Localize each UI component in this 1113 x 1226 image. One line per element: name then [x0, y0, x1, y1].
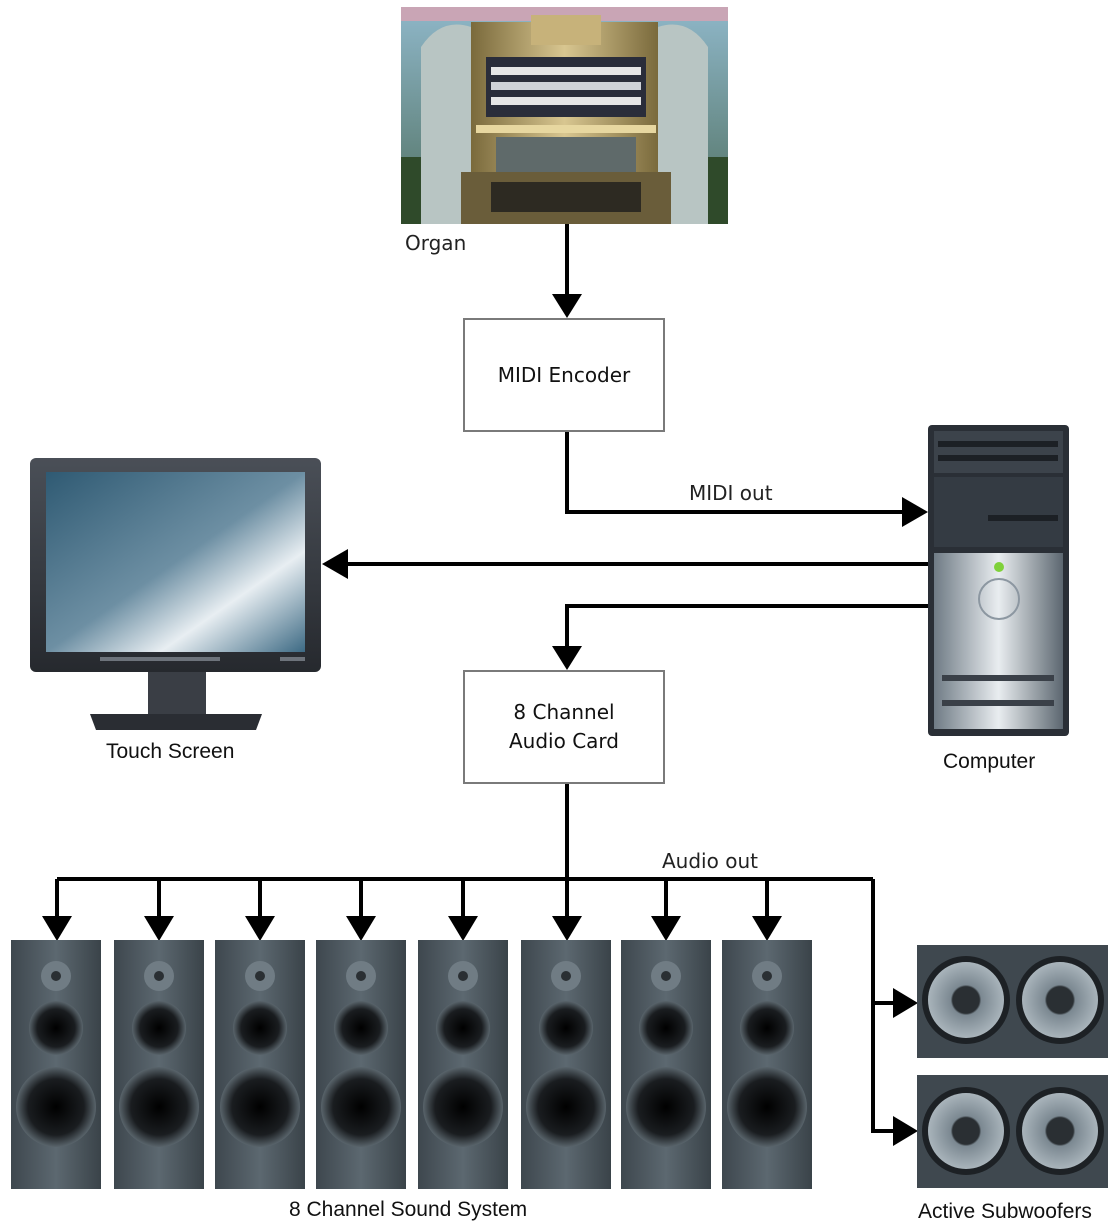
speaker-8: [722, 940, 812, 1189]
touch-screen-monitor: [30, 458, 321, 730]
speaker-6: [521, 940, 611, 1189]
speaker-1: [11, 940, 101, 1189]
arrowhead-encoder-computer: [902, 497, 928, 527]
audio-card-label-line2: Audio Card: [509, 729, 619, 753]
subwoofer-bottom: [917, 1075, 1108, 1188]
subwoofer-top: [917, 945, 1108, 1058]
computer-label: Computer: [943, 750, 1036, 773]
sound-system-label: 8 Channel Sound System: [289, 1198, 528, 1221]
touch-screen-label: Touch Screen: [106, 740, 235, 763]
arrowhead-organ-encoder: [552, 294, 582, 318]
computer-tower: [928, 425, 1069, 736]
organ-image: [401, 7, 728, 224]
midi-encoder-label: MIDI Encoder: [497, 362, 631, 387]
audio-out-label: Audio out: [662, 849, 758, 873]
speaker-row: [11, 940, 812, 1189]
speaker-5: [418, 940, 508, 1189]
speaker-4: [316, 940, 406, 1189]
midi-out-label: MIDI out: [689, 481, 773, 505]
audio-card-label-line1: 8 Channel: [513, 700, 615, 724]
arrowhead-computer-monitor: [322, 549, 348, 579]
subwoofers-label: Active Subwoofers: [918, 1200, 1092, 1223]
midi-encoder-box: MIDI Encoder: [463, 318, 665, 432]
organ-label: Organ: [405, 231, 467, 255]
speaker-3: [215, 940, 305, 1189]
speaker-7: [621, 940, 711, 1189]
arrowhead-computer-audiocard: [552, 646, 582, 670]
audio-card-box: 8 Channel Audio Card: [463, 670, 665, 784]
speaker-2: [114, 940, 204, 1189]
